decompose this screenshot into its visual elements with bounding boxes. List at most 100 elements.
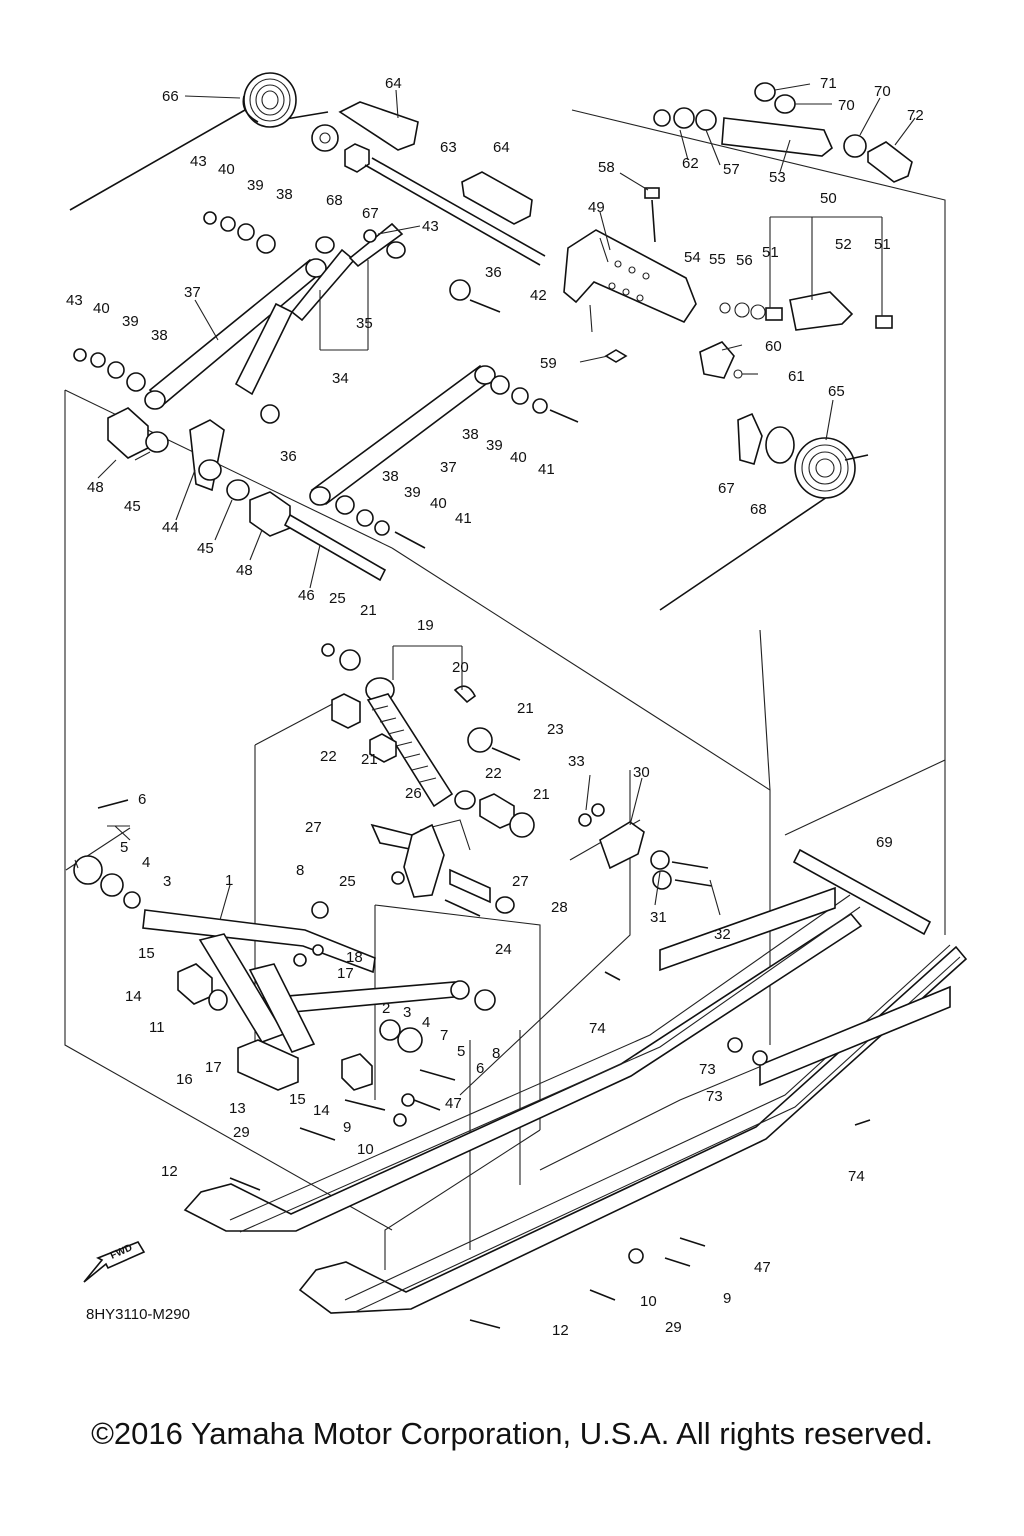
callout: 42 xyxy=(530,287,547,304)
callout: 36 xyxy=(280,448,297,465)
callout: 25 xyxy=(329,590,346,607)
callout: 64 xyxy=(493,139,510,156)
callout: 39 xyxy=(486,437,503,454)
callout: 19 xyxy=(417,617,434,634)
callout: 33 xyxy=(568,753,585,770)
front-arm-1 xyxy=(73,799,496,1141)
callout: 25 xyxy=(339,873,356,890)
callout: 32 xyxy=(714,926,731,943)
slide-rails xyxy=(183,886,968,1329)
callout: 5 xyxy=(120,839,128,856)
upper-parts xyxy=(311,82,913,465)
callout: 10 xyxy=(640,1293,657,1310)
diagram-code: 8HY3110-M290 xyxy=(86,1306,190,1323)
callout: 6 xyxy=(138,791,146,808)
callout: 62 xyxy=(682,155,699,172)
callout: 9 xyxy=(723,1290,731,1307)
callout: 40 xyxy=(93,300,110,317)
callout: 22 xyxy=(485,765,502,782)
callout: 51 xyxy=(874,236,891,253)
callout: 55 xyxy=(709,251,726,268)
callout: 41 xyxy=(455,510,472,527)
callout: 68 xyxy=(326,192,343,209)
callout: 28 xyxy=(551,899,568,916)
callout: 12 xyxy=(552,1322,569,1339)
callout: 74 xyxy=(589,1020,606,1037)
callout: 39 xyxy=(247,177,264,194)
callout: 50 xyxy=(820,190,837,207)
callout: 38 xyxy=(276,186,293,203)
callout: 45 xyxy=(124,498,141,515)
callout: 7 xyxy=(440,1027,448,1044)
callout: 39 xyxy=(404,484,421,501)
callout: 40 xyxy=(430,495,447,512)
callout: 35 xyxy=(356,315,373,332)
callout: 59 xyxy=(540,355,557,372)
callout: 69 xyxy=(876,834,893,851)
linkage xyxy=(370,803,713,917)
callout: 1 xyxy=(225,872,233,889)
callout: 73 xyxy=(706,1088,723,1105)
callout: 3 xyxy=(403,1004,411,1021)
callout: 47 xyxy=(445,1095,462,1112)
callout: 45 xyxy=(197,540,214,557)
callout: 63 xyxy=(440,139,457,156)
callout: 31 xyxy=(650,909,667,926)
callout: 29 xyxy=(665,1319,682,1336)
callout: 72 xyxy=(907,107,924,124)
callout: 38 xyxy=(462,426,479,443)
callout: 47 xyxy=(754,1259,771,1276)
callout: 14 xyxy=(125,988,142,1005)
callout: 39 xyxy=(122,313,139,330)
callout: 43 xyxy=(66,292,83,309)
callout: 23 xyxy=(547,721,564,738)
callout: 10 xyxy=(357,1141,374,1158)
callout: 53 xyxy=(769,169,786,186)
callout: 48 xyxy=(236,562,253,579)
callout: 56 xyxy=(736,252,753,269)
callout: 43 xyxy=(422,218,439,235)
callout: 58 xyxy=(598,159,615,176)
callout: 54 xyxy=(684,249,701,266)
callout: 67 xyxy=(362,205,379,222)
torsion-spring-66 xyxy=(69,72,329,211)
callout: 64 xyxy=(385,75,402,92)
callout: 57 xyxy=(723,161,740,178)
callout: 3 xyxy=(163,873,171,890)
callout: 38 xyxy=(382,468,399,485)
callout: 17 xyxy=(337,965,354,982)
callout: 21 xyxy=(533,786,550,803)
callout: 46 xyxy=(298,587,315,604)
rod-69 xyxy=(792,848,932,936)
callout: 48 xyxy=(87,479,104,496)
callout: 52 xyxy=(835,236,852,253)
rear-shock-19 xyxy=(321,643,535,838)
leader-lines xyxy=(74,83,916,921)
callout: 8 xyxy=(296,862,304,879)
hardware xyxy=(73,211,579,582)
callout: 73 xyxy=(699,1061,716,1078)
callout: 67 xyxy=(718,480,735,497)
callout: 68 xyxy=(750,501,767,518)
callout: 74 xyxy=(848,1168,865,1185)
callout: 27 xyxy=(512,873,529,890)
callout: 70 xyxy=(874,83,891,100)
callout: 14 xyxy=(313,1102,330,1119)
callout: 21 xyxy=(361,751,378,768)
callout: 9 xyxy=(343,1119,351,1136)
callout: 4 xyxy=(422,1014,430,1031)
callout: 15 xyxy=(138,945,155,962)
callout: 71 xyxy=(820,75,837,92)
callout: 22 xyxy=(320,748,337,765)
callout: 61 xyxy=(788,368,805,385)
callout: 29 xyxy=(233,1124,250,1141)
callout: 13 xyxy=(229,1100,246,1117)
callout: 27 xyxy=(305,819,322,836)
callout: 49 xyxy=(588,199,605,216)
callout: 66 xyxy=(162,88,179,105)
callout: 2 xyxy=(382,1000,390,1017)
callout: 12 xyxy=(161,1163,178,1180)
callout: 21 xyxy=(517,700,534,717)
callout: 34 xyxy=(332,370,349,387)
